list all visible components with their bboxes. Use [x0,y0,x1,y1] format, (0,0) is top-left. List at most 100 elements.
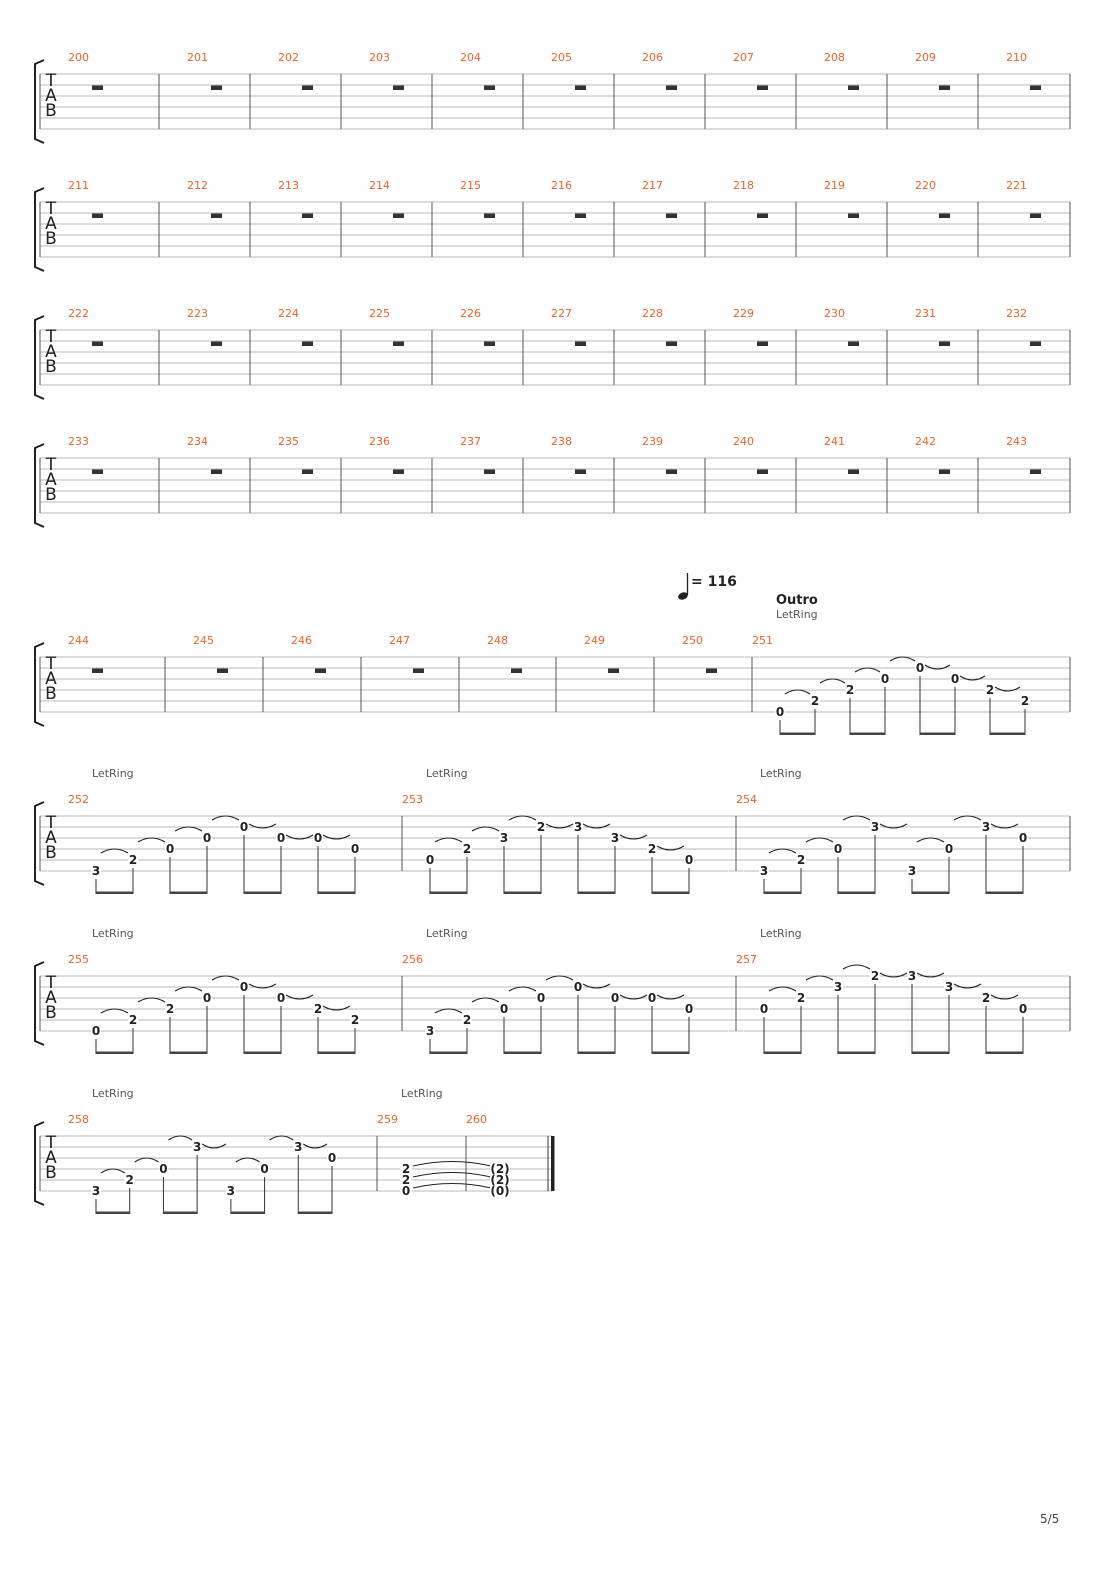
let-ring-label: LetRing [92,1087,134,1100]
fret-note-bg [202,992,212,1004]
fret-note-bg [490,1163,510,1175]
tie-arc [545,823,574,829]
eighth-beam [912,891,949,894]
tab-clef-letter-t: T [45,654,57,674]
fret-note-bg [192,1141,203,1153]
fret-note-bg [796,854,806,866]
fret-note-bg [490,1174,510,1186]
fret-note-bg [981,992,991,1004]
fret-number: 3 [760,864,768,878]
tie-arc [842,964,871,970]
tie-arc [434,1008,463,1014]
tab-clef-letter-t: T [45,199,57,219]
tie-arc [235,1157,260,1163]
bar-number: 214 [369,179,390,192]
bar-number: 258 [68,1113,89,1126]
fret-note-bg [259,1163,270,1175]
whole-rest [393,85,404,90]
fret-note-bg [425,1025,435,1037]
fret-note-bg [158,1163,169,1175]
fret-number: 3 [908,969,916,983]
fret-number: 0 [351,842,359,856]
tie-arc [805,975,834,981]
tie-arc [412,1183,492,1189]
fret-number: 0 [776,705,784,719]
tie-arc [100,1008,129,1014]
tie-arc [924,664,951,670]
bar-number: 237 [460,435,481,448]
tab-clef-letter-a: A [45,828,57,848]
fret-number: 0 [574,980,582,994]
tab-clef-letter-b: B [45,1163,57,1183]
fret-note-bg [293,1141,304,1153]
whole-rest [92,213,103,218]
fret-note-bg [907,970,917,982]
tab-clef-letter-t: T [45,455,57,475]
bar-number: 221 [1006,179,1027,192]
tie-arc [322,834,351,840]
tab-clef-letter-b: B [45,1003,57,1023]
fret-number: 0 [945,842,953,856]
fret-note-bg [833,981,843,993]
tab-clef-letter-t: T [45,327,57,347]
eighth-beam [838,1051,875,1054]
bar-number: 209 [915,51,936,64]
whole-rest [315,668,326,673]
bar-number: 219 [824,179,845,192]
fret-note-bg [775,706,785,718]
fret-number: 2 [982,991,990,1005]
whole-rest [666,469,677,474]
tab-clef-letter-b: B [45,485,57,505]
eighth-beam [318,1051,355,1054]
tie-arc [302,1143,328,1149]
tab-clef-letter-b: B [45,101,57,121]
whole-rest [484,341,495,346]
tab-clef-letter-b: B [45,684,57,704]
tie-arc [619,994,648,1000]
tie-arc [322,1005,351,1011]
bar-number: 245 [193,634,214,647]
fret-number: 3 [982,820,990,834]
bar-number: 241 [824,435,845,448]
whole-rest [92,668,103,673]
eighth-beam [780,732,815,735]
bar-number: 227 [551,307,572,320]
fret-number: 0 [537,991,545,1005]
whole-rest [393,341,404,346]
fret-number: 2 [351,1013,359,1027]
bar-number: 211 [68,179,89,192]
fret-note-bg [759,865,769,877]
whole-rest [211,213,222,218]
fret-number: 0 [1019,1002,1027,1016]
fret-note-bg [165,843,175,855]
fret-note-bg [239,981,249,993]
fret-note-bg [327,1152,337,1164]
bar-number: 217 [642,179,663,192]
fret-note-bg [796,992,806,1004]
whole-rest [302,85,313,90]
bar-number: 238 [551,435,572,448]
whole-rest [706,668,717,673]
fret-number: 2 [402,1162,410,1176]
fret-note-bg [400,1163,412,1175]
fret-number: 0 [611,991,619,1005]
bar-number: 216 [551,179,572,192]
bar-number: 225 [369,307,390,320]
fret-note-bg [573,981,583,993]
fret-note-bg [1020,695,1030,707]
tie-arc [434,837,463,843]
bar-number: 231 [915,307,936,320]
fret-note-bg [610,992,620,1004]
whole-rest [575,213,586,218]
eighth-beam [96,1211,130,1214]
tie-arc [508,815,537,821]
eighth-beam [163,1211,198,1214]
fret-note-bg [684,1003,694,1015]
fret-note-bg [276,992,286,1004]
eighth-beam [430,891,467,894]
fret-number: 0 [648,991,656,1005]
eighth-beam [504,1051,541,1054]
bar-number: 207 [733,51,754,64]
section-label: Outro [776,593,818,608]
fret-number: 0 [314,831,322,845]
